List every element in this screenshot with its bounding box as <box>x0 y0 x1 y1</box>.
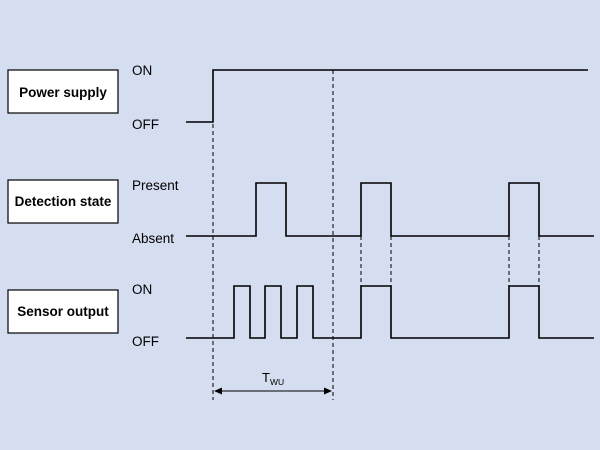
sensor-on-label: ON <box>132 282 152 297</box>
detection-state-label: Detection state <box>15 194 112 209</box>
detection-absent-label: Absent <box>132 231 174 246</box>
sensor-output-label: Sensor output <box>17 304 109 319</box>
detection-state-waveform <box>186 182 594 237</box>
warmup-time-label: TWU <box>262 370 284 387</box>
sensor-output-box: Sensor output <box>7 289 119 334</box>
sensor-off-label: OFF <box>132 334 159 349</box>
power-supply-waveform <box>186 69 588 123</box>
power-on-label: ON <box>132 63 152 78</box>
sensor-output-waveform <box>186 285 594 339</box>
detection-present-label: Present <box>132 178 179 193</box>
power-supply-label: Power supply <box>19 85 107 100</box>
power-off-label: OFF <box>132 117 159 132</box>
power-supply-box: Power supply <box>7 69 119 114</box>
detection-state-box: Detection state <box>7 179 119 224</box>
warmup-time-arrow <box>214 387 332 395</box>
